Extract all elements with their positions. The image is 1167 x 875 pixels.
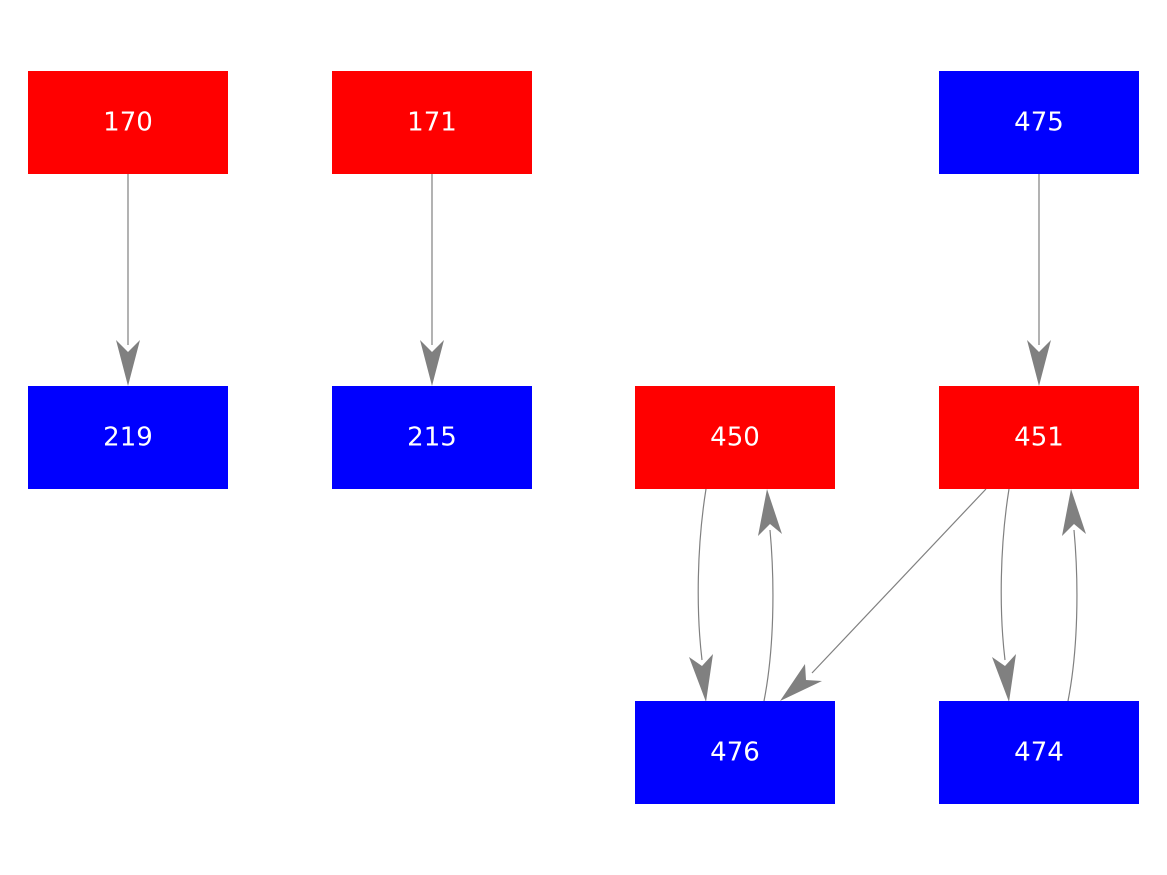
arrowhead-219: [116, 340, 140, 386]
arrowhead-451-from-475: [1027, 340, 1051, 386]
node-171[interactable]: 171: [332, 71, 532, 174]
node-475[interactable]: 475: [939, 71, 1139, 174]
arrowhead-450-from-476: [758, 489, 782, 536]
node-474-label: 474: [1014, 738, 1064, 768]
arrowhead-474-from-451: [992, 654, 1016, 702]
node-475-box: [939, 71, 1139, 174]
node-476-label: 476: [710, 738, 760, 768]
edge-451-to-474: [1000, 488, 1010, 661]
node-171-label: 171: [407, 108, 457, 138]
edge-451-to-476: [811, 488, 987, 674]
node-215-box: [332, 386, 532, 489]
node-219[interactable]: 219: [28, 386, 228, 489]
node-171-box: [332, 71, 532, 174]
node-170[interactable]: 170: [28, 71, 228, 174]
arrowhead-215: [420, 340, 444, 386]
node-476-box: [635, 701, 835, 804]
node-474[interactable]: 474: [939, 701, 1139, 804]
edge-476-to-450: [763, 529, 774, 702]
node-474-box: [939, 701, 1139, 804]
edges-layer: [116, 174, 1086, 702]
node-215[interactable]: 215: [332, 386, 532, 489]
edge-450-to-476: [697, 488, 707, 661]
nodes-layer: 170 171 475 219 215 450 451 476: [28, 71, 1139, 804]
node-451-label: 451: [1014, 423, 1064, 453]
node-170-label: 170: [103, 108, 153, 138]
node-451-box: [939, 386, 1139, 489]
node-215-label: 215: [407, 423, 457, 453]
node-476[interactable]: 476: [635, 701, 835, 804]
node-450[interactable]: 450: [635, 386, 835, 489]
node-450-box: [635, 386, 835, 489]
node-219-label: 219: [103, 423, 153, 453]
arrowhead-451-from-474: [1062, 489, 1086, 536]
edge-474-to-451: [1067, 529, 1078, 702]
node-451[interactable]: 451: [939, 386, 1139, 489]
node-450-label: 450: [710, 423, 760, 453]
arrowhead-476-from-450: [689, 654, 713, 702]
node-219-box: [28, 386, 228, 489]
node-475-label: 475: [1014, 108, 1064, 138]
node-170-box: [28, 71, 228, 174]
arrowhead-476-from-451: [780, 664, 822, 701]
